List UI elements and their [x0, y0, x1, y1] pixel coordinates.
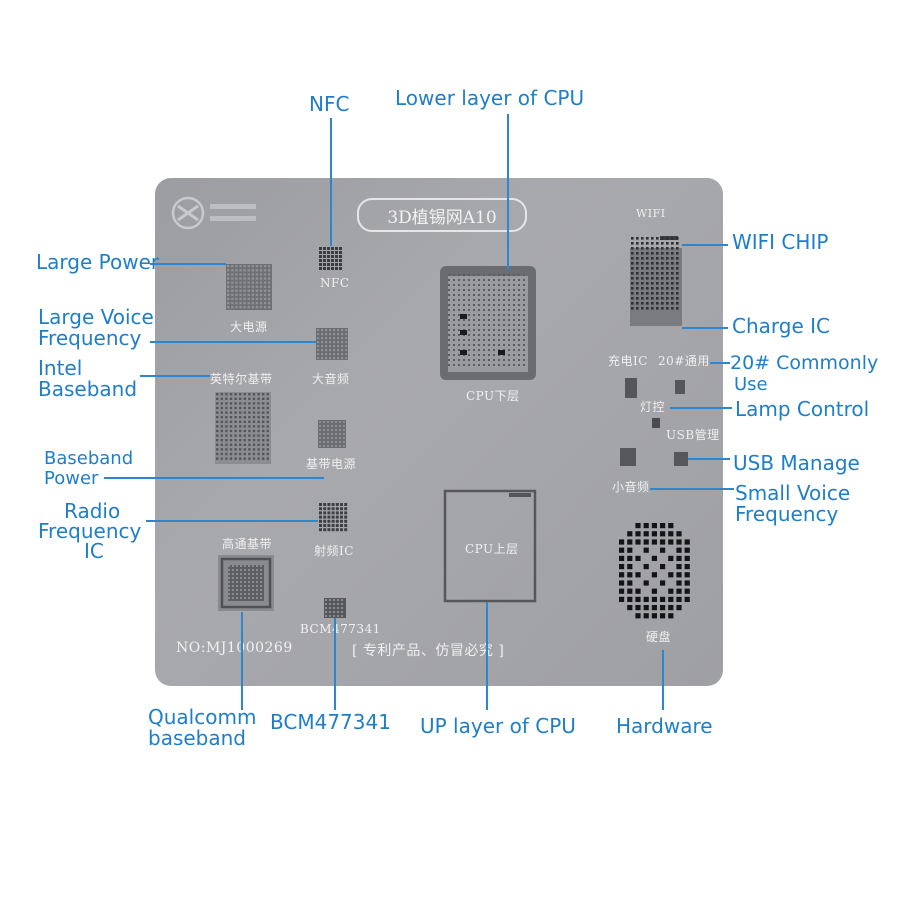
etched-bcm: BCM477341 — [300, 622, 381, 636]
chip-large-voice — [316, 328, 348, 360]
callout-small-voice-1: Small Voice — [735, 481, 851, 505]
chip-qualcomm-baseband — [218, 555, 274, 611]
chip-lamp-control — [652, 418, 660, 428]
etched-intel-baseband: 英特尔基带 — [210, 372, 273, 386]
etched-usb-manage: USB管理 — [666, 428, 720, 442]
chip-wifi — [630, 236, 682, 326]
chip-usb-manage — [674, 452, 688, 466]
callout-commonly-2: Use — [734, 374, 768, 395]
chip-large-power — [226, 264, 272, 310]
callout-wifi-chip: WIFI CHIP — [732, 230, 829, 254]
callout-up-cpu: UP layer of CPU — [420, 714, 576, 738]
etched-large-voice: 大音频 — [312, 372, 350, 386]
chip-small-voice — [620, 448, 636, 466]
chip-commonly-use-2 — [675, 380, 685, 394]
etched-wifi: WIFI — [636, 207, 666, 220]
callout-radio-1: Radio — [64, 499, 121, 523]
etched-baseband-power: 基带电源 — [306, 457, 357, 471]
chip-bcm — [324, 598, 346, 618]
brand-logo — [168, 192, 268, 234]
etched-rf-ic: 射频IC — [314, 544, 354, 558]
callout-small-voice-2: Frequency — [735, 502, 839, 526]
callout-radio-2: Frequency — [38, 519, 142, 543]
callout-bcm: BCM477341 — [270, 710, 391, 734]
leader-small-voice — [650, 488, 734, 490]
callout-charge-ic: Charge IC — [732, 314, 830, 338]
leader-nfc — [330, 118, 332, 246]
chip-cpu-upper — [443, 489, 537, 603]
etched-nfc: NFC — [320, 276, 350, 290]
chip-rf-ic — [319, 503, 348, 532]
etched-cpu-upper: CPU上层 — [465, 542, 519, 556]
etched-hardware: 硬盘 — [646, 630, 672, 644]
callout-lower-cpu: Lower layer of CPU — [395, 86, 585, 110]
leader-large-power — [150, 263, 226, 265]
callout-bb-power-1: Baseband — [44, 448, 134, 469]
callout-large-power: Large Power — [36, 250, 160, 274]
leader-intel — [140, 375, 210, 377]
leader-hardware — [662, 650, 664, 710]
etched-cpu-lower: CPU下层 — [466, 389, 520, 403]
chip-commonly-use — [625, 378, 637, 398]
leader-commonly — [710, 362, 730, 364]
leader-bcm — [334, 618, 336, 710]
patent-note: [ 专利产品、仿冒必究 ] — [352, 643, 505, 659]
chip-intel-baseband — [215, 392, 271, 464]
etched-commonly-use: 20#通用 — [658, 354, 710, 368]
callout-intel-2: Baseband — [38, 377, 138, 401]
callout-bb-power-2: Power — [44, 468, 99, 489]
leader-charge — [682, 327, 728, 329]
etched-qualcomm-baseband: 高通基带 — [222, 537, 273, 551]
leader-bb-power — [104, 477, 324, 479]
callout-qualcomm-2: baseband — [148, 726, 246, 750]
chip-cpu-lower — [440, 266, 536, 380]
model-number: NO:MJ1000269 — [176, 640, 293, 656]
callout-commonly-1: 20# Commonly — [730, 352, 879, 374]
chip-hardware — [619, 523, 690, 619]
stencil-title: 3D植锡网A10 — [357, 198, 527, 232]
leader-large-voice — [150, 341, 316, 343]
callout-qualcomm-1: Qualcomm — [148, 705, 257, 729]
etched-small-voice: 小音频 — [612, 480, 650, 494]
etched-lamp-control: 灯控 — [640, 400, 666, 414]
leader-qualcomm — [241, 612, 243, 710]
leader-up-cpu — [486, 602, 488, 710]
chip-nfc — [319, 247, 342, 270]
leader-radio — [146, 520, 318, 522]
leader-lamp — [670, 407, 732, 409]
callout-hardware: Hardware — [616, 714, 713, 738]
callout-lamp-control: Lamp Control — [735, 397, 870, 421]
leader-wifi — [682, 244, 728, 246]
leader-usb — [688, 458, 730, 460]
etched-large-power: 大电源 — [230, 320, 268, 334]
callout-usb-manage: USB Manage — [733, 451, 860, 475]
etched-charge-ic: 充电IC — [608, 354, 648, 368]
callout-nfc: NFC — [309, 92, 350, 116]
leader-lower-cpu — [507, 114, 509, 270]
chip-baseband-power — [318, 420, 346, 448]
callout-intel-1: Intel — [38, 356, 83, 380]
callout-large-voice-2: Frequency — [38, 326, 142, 350]
callout-large-voice-1: Large Voice — [38, 305, 154, 329]
callout-radio-3: IC — [84, 539, 104, 563]
